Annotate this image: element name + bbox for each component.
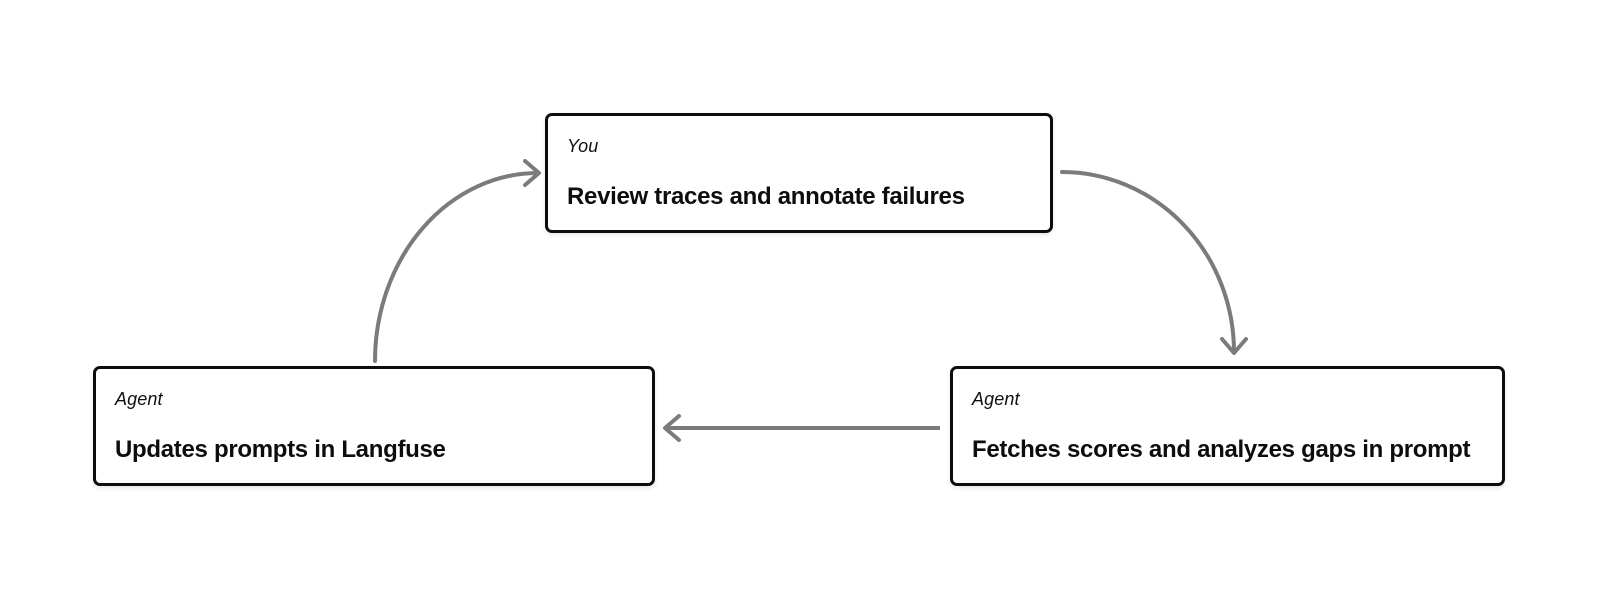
node-title: Fetches scores and analyzes gaps in prom… <box>972 436 1471 463</box>
arrow-bottom-left-to-top <box>373 159 541 363</box>
node-title: Updates prompts in Langfuse <box>115 436 446 463</box>
node-role-label: You <box>567 136 599 156</box>
arrow-top-to-bottom-right <box>1060 170 1248 355</box>
node-agent-updates-prompts: Agent Updates prompts in Langfuse <box>93 366 655 486</box>
node-agent-fetches-scores: Agent Fetches scores and analyzes gaps i… <box>950 366 1505 486</box>
node-role-label: Agent <box>972 389 1020 409</box>
node-title: Review traces and annotate failures <box>567 183 965 210</box>
node-role-label: Agent <box>115 389 163 409</box>
node-you-review: You Review traces and annotate failures <box>545 113 1053 233</box>
